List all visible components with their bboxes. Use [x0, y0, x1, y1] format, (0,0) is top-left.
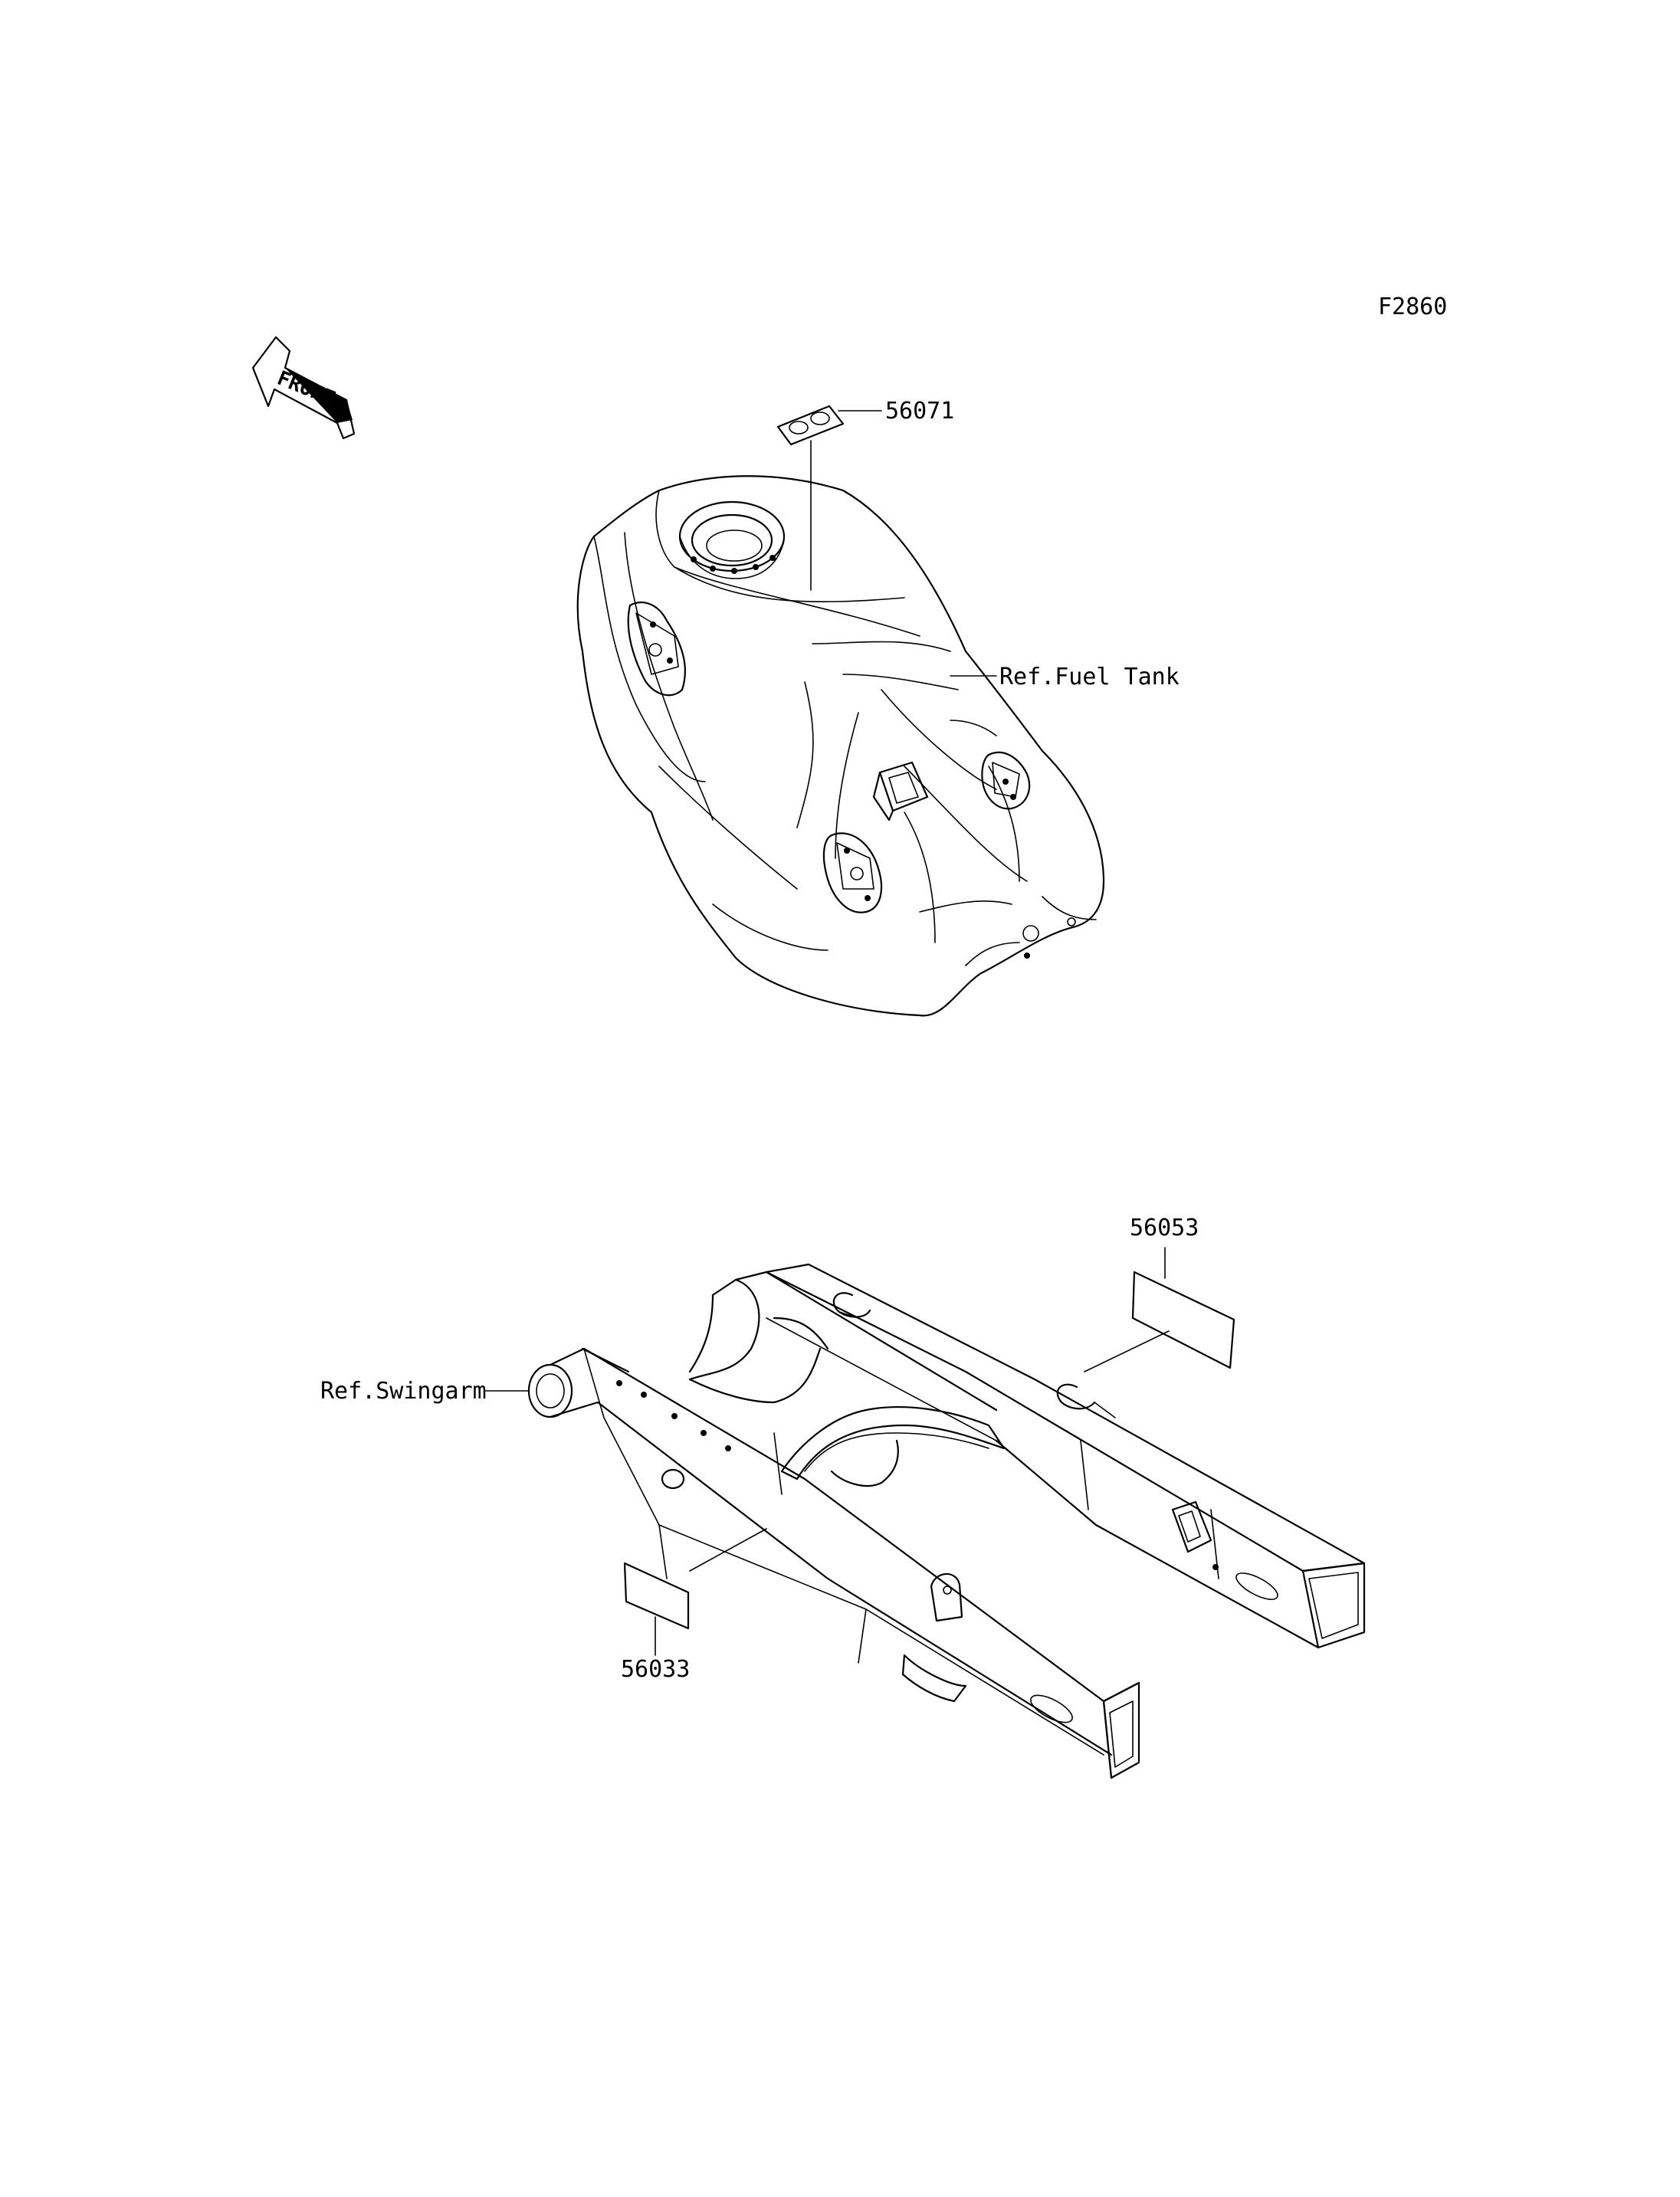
callout-ref-swingarm: Ref.Swingarm [320, 1378, 487, 1405]
callout-56033: 56033 [621, 1656, 690, 1683]
figure-code: F2860 [1378, 293, 1447, 320]
callout-ref-fuel-tank: Ref.Fuel Tank [999, 664, 1180, 690]
label-part-56053 [1084, 1247, 1235, 1372]
label-part-56071 [776, 405, 882, 591]
fuel-tank-drawing [576, 475, 1105, 1017]
label-part-56033 [623, 1528, 767, 1656]
callout-56053: 56053 [1130, 1215, 1199, 1241]
callout-56071: 56071 [885, 398, 954, 425]
swingarm-drawing [527, 1263, 1366, 1779]
